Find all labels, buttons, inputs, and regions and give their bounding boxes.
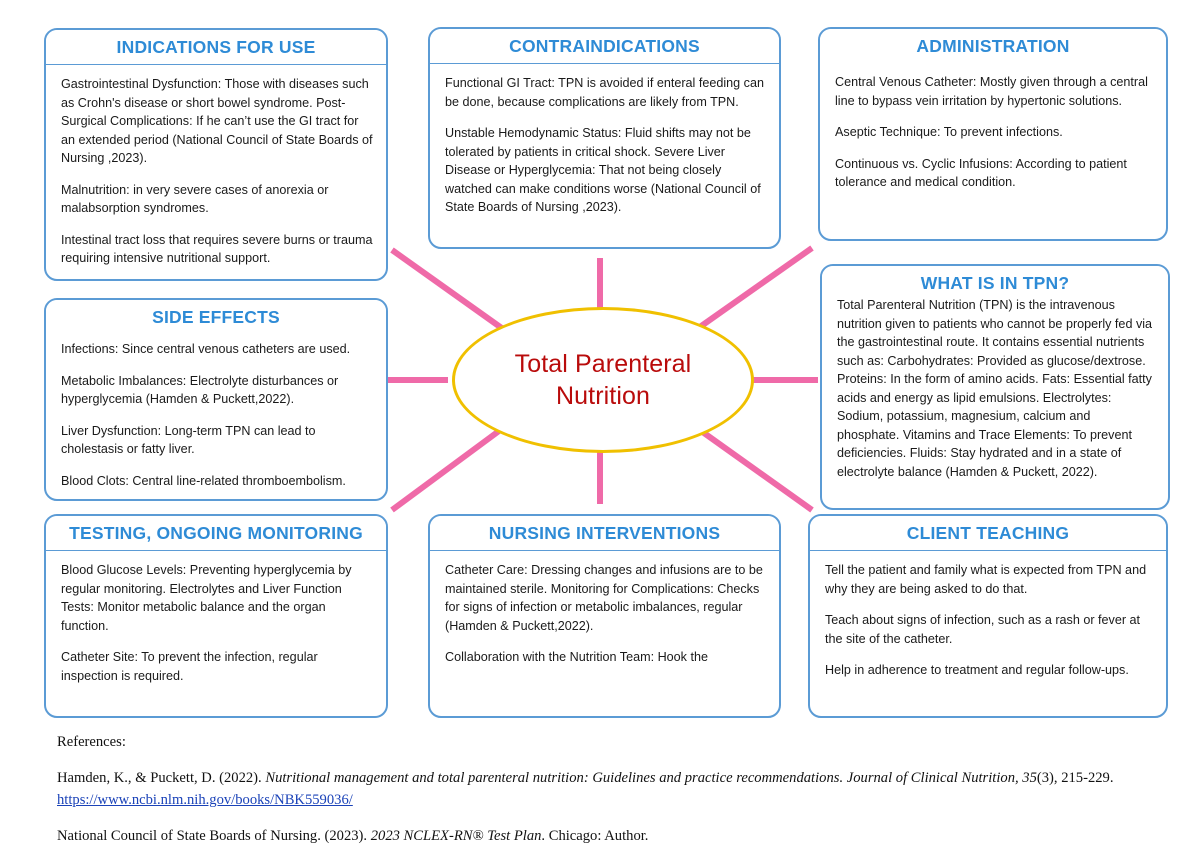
connector-indications — [390, 247, 505, 332]
callout-box-side-effects: SIDE EFFECTS Infections: Since central v… — [44, 298, 388, 501]
reference-authors-year: Hamden, K., & Puckett, D. (2022). — [57, 770, 266, 787]
references-heading: References: — [57, 734, 126, 750]
callout-box-contraindications: CONTRAINDICATIONS Functional GI Tract: T… — [428, 27, 781, 249]
box-body-what-is-in-tpn: Total Parenteral Nutrition (TPN) is the … — [822, 296, 1168, 485]
reference-title: Nutritional management and total parente… — [265, 770, 840, 787]
callout-box-what-is-in-tpn: WHAT IS IN TPN? Total Parenteral Nutriti… — [820, 264, 1170, 510]
box-paragraph: Help in adherence to treatment and regul… — [825, 663, 1129, 677]
box-paragraph: Infections: Since central venous cathete… — [61, 342, 351, 356]
connector-administration — [695, 245, 814, 332]
central-topic-label: Total Parenteral Nutrition — [514, 350, 692, 410]
box-paragraph: Metabolic Imbalances: Electrolyte distur… — [61, 373, 339, 407]
box-title-administration: ADMINISTRATION — [820, 29, 1166, 63]
box-paragraph: Total Parenteral Nutrition (TPN) is the … — [837, 298, 1153, 479]
box-paragraph: Tell the patient and family what is expe… — [825, 563, 1147, 596]
reference-title: 2023 NCLEX-RN® Test Plan — [370, 827, 542, 844]
reference-publisher: . Chicago: Author. — [541, 827, 649, 844]
box-title-nursing-interventions: NURSING INTERVENTIONS — [430, 516, 779, 551]
box-body-administration: Central Venous Catheter: Mostly given th… — [820, 63, 1166, 209]
callout-box-testing-ongoing-monitoring: TESTING, ONGOING MONITORING Blood Glucos… — [44, 514, 388, 718]
box-body-testing-ongoing-monitoring: Blood Glucose Levels: Preventing hypergl… — [46, 551, 386, 702]
reference-issue-pages: (3), 215-229. — [1036, 770, 1114, 787]
callout-box-administration: ADMINISTRATION Central Venous Catheter: … — [818, 27, 1168, 241]
callout-box-client-teaching: CLIENT TEACHING Tell the patient and fam… — [808, 514, 1168, 718]
box-paragraph: Catheter Care: Dressing changes and infu… — [445, 563, 763, 633]
box-title-what-is-in-tpn: WHAT IS IN TPN? — [822, 266, 1168, 296]
reference-journal: . Journal of Clinical Nutrition, 35 — [839, 770, 1037, 787]
box-title-contraindications: CONTRAINDICATIONS — [430, 29, 779, 64]
box-paragraph: Continuous vs. Cyclic Infusions: Accordi… — [835, 156, 1127, 190]
box-title-client-teaching: CLIENT TEACHING — [810, 516, 1166, 551]
box-body-client-teaching: Tell the patient and family what is expe… — [810, 551, 1166, 697]
box-paragraph: Unstable Hemodynamic Status: Fluid shift… — [445, 126, 761, 214]
reference-entry-ncsbn: National Council of State Boards of Nurs… — [57, 825, 1177, 847]
box-paragraph: Malnutrition: in very severe cases of an… — [61, 182, 329, 216]
box-paragraph: Gastrointestinal Dysfunction: Those with… — [61, 77, 373, 165]
box-body-nursing-interventions: Catheter Care: Dressing changes and infu… — [430, 551, 779, 684]
box-paragraph: Blood Glucose Levels: Preventing hypergl… — [61, 563, 352, 633]
box-title-indications-for-use: INDICATIONS FOR USE — [46, 30, 386, 65]
box-paragraph: Intestinal tract loss that requires seve… — [61, 232, 373, 266]
box-paragraph: Teach about signs of infection, such as … — [825, 613, 1141, 646]
central-topic-node: Total Parenteral Nutrition — [452, 307, 754, 453]
reference-authors-year: National Council of State Boards of Nurs… — [57, 827, 371, 844]
reference-entry-hamden-puckett: Hamden, K., & Puckett, D. (2022). Nutrit… — [57, 767, 1177, 811]
box-paragraph: Liver Dysfunction: Long-term TPN can lea… — [61, 423, 316, 457]
connector-testing — [390, 425, 505, 513]
callout-box-nursing-interventions: NURSING INTERVENTIONS Catheter Care: Dre… — [428, 514, 781, 718]
box-body-indications-for-use: Gastrointestinal Dysfunction: Those with… — [46, 65, 386, 279]
references-section: References: Hamden, K., & Puckett, D. (2… — [57, 731, 1177, 860]
box-paragraph: Collaboration with the Nutrition Team: H… — [445, 650, 708, 664]
box-body-contraindications: Functional GI Tract: TPN is avoided if e… — [430, 64, 779, 234]
reference-link-ncbi[interactable]: https://www.ncbi.nlm.nih.gov/books/NBK55… — [57, 792, 353, 809]
box-paragraph: Catheter Site: To prevent the infection,… — [61, 650, 318, 683]
box-paragraph: Functional GI Tract: TPN is avoided if e… — [445, 76, 764, 109]
box-paragraph: Aseptic Technique: To prevent infections… — [835, 125, 1063, 139]
box-paragraph: Blood Clots: Central line-related thromb… — [61, 473, 346, 488]
callout-box-indications-for-use: INDICATIONS FOR USE Gastrointestinal Dys… — [44, 28, 388, 281]
box-title-testing-ongoing-monitoring: TESTING, ONGOING MONITORING — [46, 516, 386, 551]
connector-client-teaching — [695, 425, 814, 513]
box-body-side-effects: Infections: Since central venous cathete… — [46, 334, 386, 499]
box-title-side-effects: SIDE EFFECTS — [46, 300, 386, 334]
box-paragraph: Central Venous Catheter: Mostly given th… — [835, 75, 1148, 108]
